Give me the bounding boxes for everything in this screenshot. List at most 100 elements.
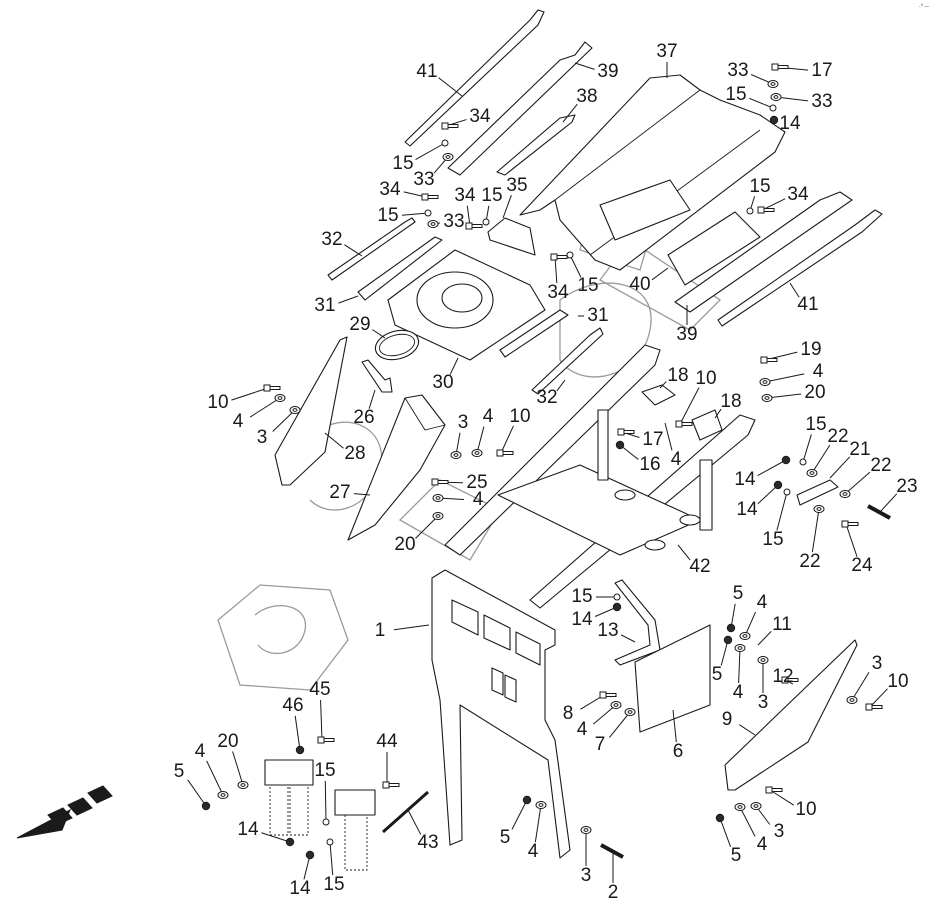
washer-icon: [839, 490, 851, 498]
callout-nut: 14: [734, 469, 756, 490]
nut-icon: [769, 115, 779, 125]
callout-bolt: 19: [800, 339, 821, 360]
leader-line-1: [393, 624, 430, 631]
lock-washer-icon: [746, 207, 754, 215]
leader-line-14: [261, 832, 291, 843]
leader-line-31: [338, 295, 359, 304]
nut-icon: [295, 745, 305, 755]
nut-icon: [201, 801, 211, 811]
bolt-icon: [781, 676, 799, 684]
leader-line-15: [776, 491, 788, 531]
bolt-icon: [465, 222, 483, 230]
callout-bolt: 10: [695, 368, 716, 389]
callout-bolt: 17: [642, 429, 663, 450]
part-side-duct-panel: [347, 394, 446, 541]
callout-washer: 20: [217, 731, 238, 752]
washer-icon: [535, 801, 547, 809]
nut-icon: [522, 795, 532, 805]
callout-lock-washer: 15: [481, 185, 502, 206]
lock-washer-icon: [326, 838, 334, 846]
leader-line-4: [744, 611, 757, 637]
large-washer-icon: [757, 656, 769, 664]
callout-nut: 5: [733, 583, 744, 604]
washer-icon: [471, 449, 483, 457]
callout-large-washer: 3: [774, 821, 785, 842]
callout-bolt: 34: [787, 184, 809, 205]
bolt-icon: [317, 736, 335, 744]
callout-bolt: 12: [772, 666, 793, 687]
callout-lock-washer: 15: [571, 586, 592, 607]
bolt-icon: [675, 420, 693, 428]
washer-icon: [427, 220, 439, 228]
leader-line-4: [249, 397, 281, 418]
callout-cover-strip: 31: [587, 305, 608, 326]
large-washer-icon: [846, 696, 858, 704]
part-rail-strip-small-right: [531, 327, 604, 395]
callout-washer: 4: [813, 361, 824, 382]
callout-mount-bracket: 18: [667, 365, 688, 386]
callout-bolt: 8: [563, 703, 574, 724]
callout-lock-washer: 15: [377, 205, 398, 226]
leader-line-10: [869, 688, 888, 708]
leader-line-38: [562, 103, 578, 123]
callout-bolt: 2: [608, 882, 619, 903]
callout-nut: 14: [779, 113, 801, 134]
callout-washer: 4: [733, 682, 744, 703]
callout-washer: 33: [413, 169, 434, 190]
callout-washer: 4: [483, 406, 494, 427]
callout-bracket-plate: 35: [506, 175, 527, 196]
leader-line-15: [569, 254, 582, 278]
leader-line-15: [749, 97, 774, 109]
leader-line-15: [415, 142, 446, 160]
callout-seal-strip: 38: [576, 86, 597, 107]
leader-line-23: [879, 493, 898, 513]
leader-line-20: [232, 751, 244, 786]
part-side-panel-left: [274, 336, 348, 486]
leader-line-10: [679, 387, 700, 425]
callout-side-cover-strip-left: 39: [597, 61, 618, 82]
callout-rail-strip-right: 41: [797, 294, 818, 315]
callout-nut: 46: [282, 695, 303, 716]
callout-main-frame: 42: [689, 556, 710, 577]
nut-icon: [305, 850, 315, 860]
leader-line-15: [324, 780, 327, 823]
callout-washer: 22: [799, 551, 820, 572]
lock-washer-icon: [441, 139, 449, 147]
callout-large-washer: 3: [581, 865, 592, 886]
callout-lock-washer: 15: [392, 153, 413, 174]
leader-line-32: [556, 379, 566, 392]
large-washer-icon: [580, 826, 592, 834]
leader-line-4: [476, 426, 485, 454]
washer-icon: [274, 394, 286, 402]
part-seal-strip: [496, 114, 576, 176]
callout-nut: 5: [712, 664, 723, 685]
callout-washer: 4: [233, 411, 244, 432]
leader-line-22: [811, 508, 820, 553]
leader-line-43: [407, 809, 422, 835]
nut-icon: [615, 440, 625, 450]
leader-line-10: [231, 387, 269, 401]
leader-line-3: [851, 671, 870, 701]
leader-line-29: [372, 329, 386, 339]
leader-line-15: [401, 212, 429, 216]
leader-line-4: [664, 422, 673, 451]
lock-washer-icon: [799, 458, 807, 466]
leader-line-27: [353, 493, 371, 496]
bolt-icon: [441, 122, 459, 130]
callout-latch-bracket: 21: [849, 439, 870, 460]
leader-line-15: [802, 434, 812, 463]
large-washer-icon: [624, 708, 636, 716]
callout-bolt: 34: [547, 282, 569, 303]
part-ring-seal: [374, 329, 420, 361]
leader-line-5: [719, 817, 732, 847]
leader-line-34: [554, 256, 558, 284]
callout-bolt: 10: [795, 799, 816, 820]
pin-icon: [867, 504, 891, 520]
lock-washer-icon: [613, 593, 621, 601]
leader-line-14: [757, 484, 779, 505]
part-mount-brackets: [641, 384, 723, 441]
callout-support-arm: 26: [353, 407, 374, 428]
leader-line-5: [511, 799, 528, 830]
callout-rail-strip-small: 32: [321, 229, 342, 250]
